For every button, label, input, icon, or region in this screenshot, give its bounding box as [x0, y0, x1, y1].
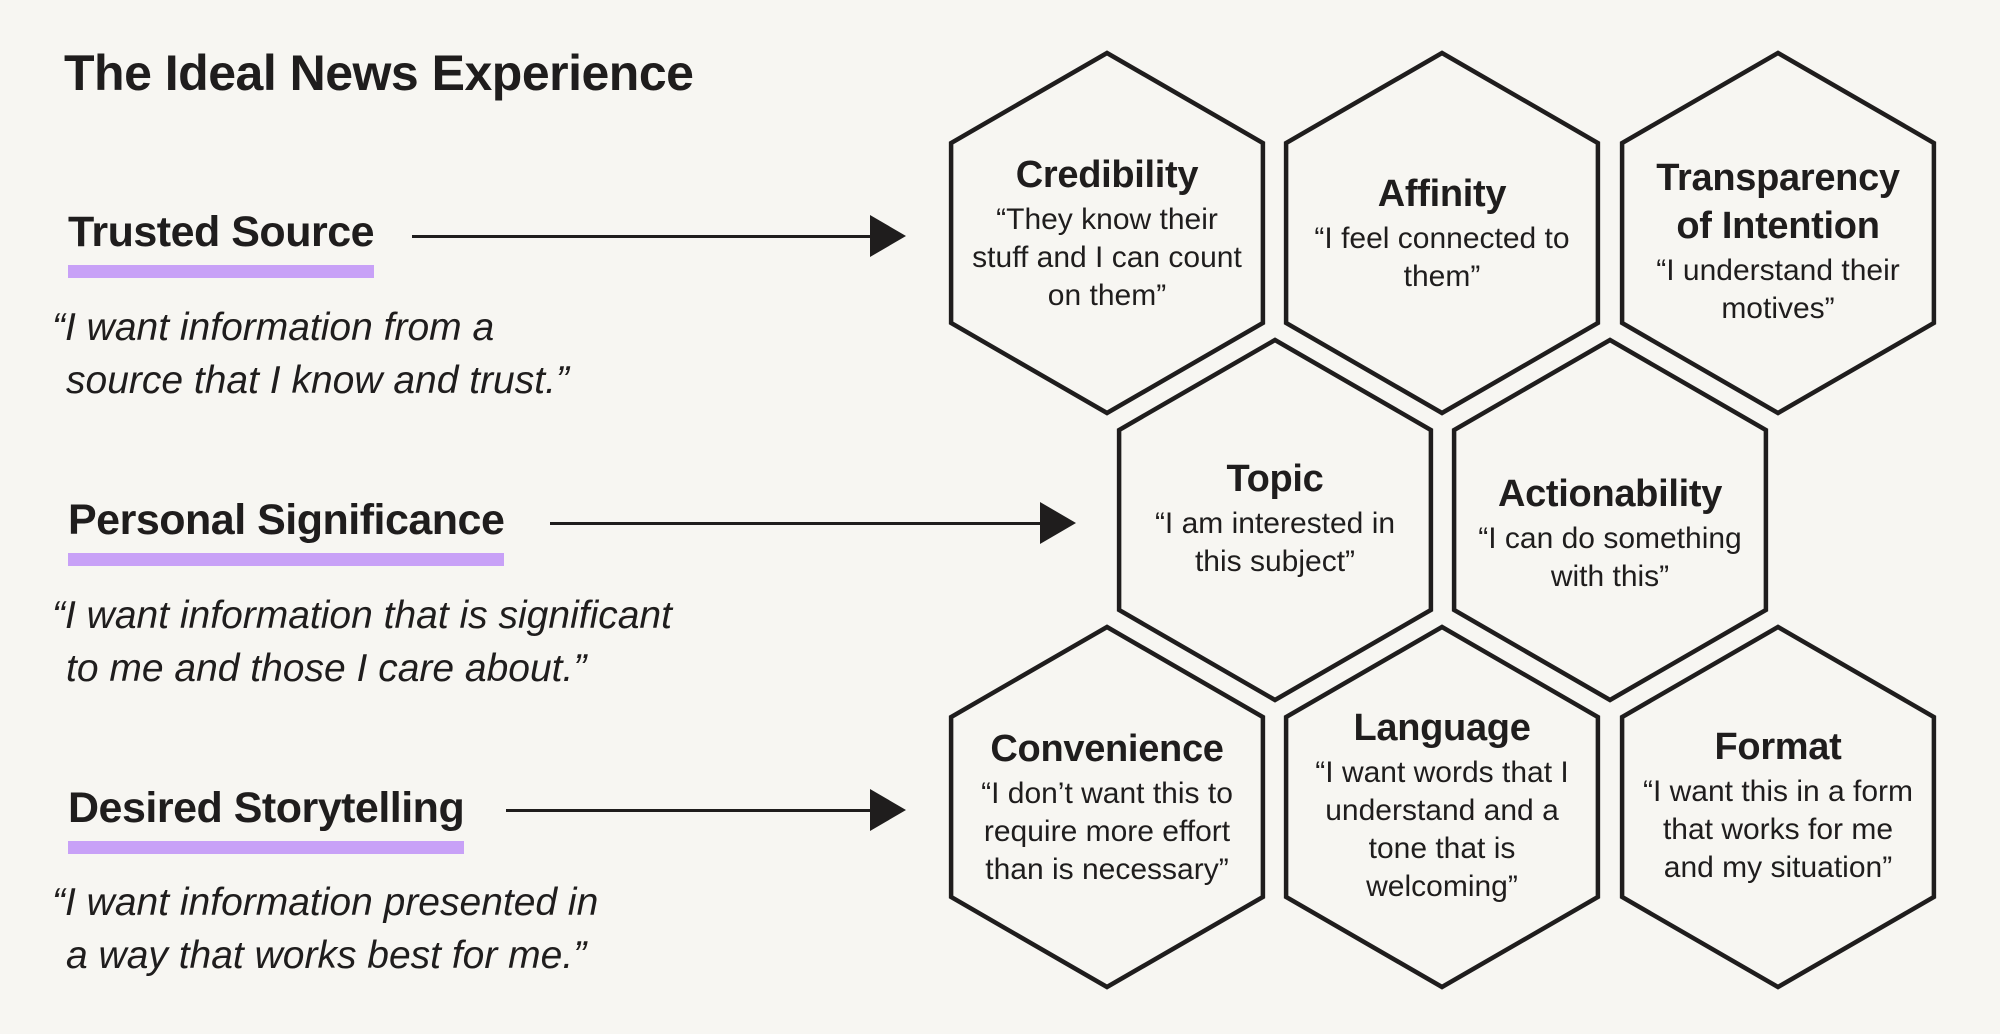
hex-outline-topic — [1116, 337, 1434, 703]
hex-quote: “I understand their motives” — [1656, 254, 1900, 325]
hex-outline-affinity — [1283, 50, 1601, 416]
arrow-shaft — [550, 521, 1046, 525]
hex-title: Topic — [1226, 458, 1324, 500]
hex-title: Convenience — [990, 728, 1224, 770]
group-heading-personal-significance: Personal Significance — [68, 496, 505, 566]
hex-quote: “I am interested in this subject” — [1154, 507, 1396, 578]
arrow-shaft — [506, 808, 876, 812]
quote-line: “I want information from a — [52, 306, 495, 349]
quote-line: “I want information presented in — [52, 881, 599, 924]
heading-underline — [68, 265, 375, 278]
group-heading-label: Trusted Source — [68, 208, 375, 256]
hex-title: Language — [1353, 707, 1531, 749]
hex-title: Affinity — [1377, 173, 1507, 215]
hex-topic: Topic “I am interested in this subject” — [1137, 455, 1413, 581]
hex-title: Format — [1714, 726, 1842, 768]
hex-transparency-of-intention: Transparency of Intention “I understand … — [1640, 154, 1916, 328]
hex-title: Actionability — [1497, 473, 1723, 515]
hex-outline-format — [1619, 624, 1937, 990]
arrow-head-icon — [1040, 502, 1076, 544]
group-quote-personal-significance: “I want information that is significant … — [52, 589, 672, 695]
hex-affinity: Affinity “I feel connected to them” — [1304, 170, 1580, 296]
hex-outline-credibility — [948, 50, 1266, 416]
heading-underline — [68, 553, 505, 566]
group-heading-trusted-source: Trusted Source — [68, 208, 375, 278]
group-quote-trusted-source: “I want information from a source that I… — [52, 301, 569, 407]
hex-actionability: Actionability “I can do something with t… — [1472, 470, 1748, 596]
hex-outline-language — [1283, 624, 1601, 990]
quote-line: “I want information that is significant — [52, 594, 672, 637]
hex-outline-convenience — [948, 624, 1266, 990]
hex-quote: “I want words that I understand and a to… — [1315, 756, 1569, 903]
hex-language: Language “I want words that I understand… — [1304, 704, 1580, 906]
quote-line: source that I know and trust.” — [66, 359, 569, 402]
hex-title: Transparency of Intention — [1656, 157, 1900, 247]
group-heading-label: Desired Storytelling — [68, 784, 465, 832]
hex-outline-actionability — [1451, 337, 1769, 703]
hex-quote: “I want this in a form that works for me… — [1642, 775, 1914, 884]
page-title: The Ideal News Experience — [64, 45, 694, 101]
group-heading-desired-storytelling: Desired Storytelling — [68, 784, 465, 854]
arrow-head-icon — [870, 215, 906, 257]
hex-title: Credibility — [1015, 154, 1199, 196]
hex-outline-transparency — [1619, 50, 1937, 416]
arrow-shaft — [412, 234, 876, 238]
hex-quote: “I can do something with this” — [1478, 522, 1742, 593]
hex-credibility: Credibility “They know their stuff and I… — [969, 151, 1245, 315]
hex-quote: “I don’t want this to require more effor… — [981, 777, 1233, 886]
hex-convenience: Convenience “I don’t want this to requir… — [969, 725, 1245, 889]
quote-line: a way that works best for me.” — [66, 934, 587, 977]
heading-underline — [68, 841, 465, 854]
group-quote-desired-storytelling: “I want information presented in a way t… — [52, 876, 598, 982]
hex-quote: “I feel connected to them” — [1314, 222, 1570, 293]
group-heading-label: Personal Significance — [68, 496, 505, 544]
hex-quote: “They know their stuff and I can count o… — [972, 203, 1242, 312]
hex-format: Format “I want this in a form that works… — [1640, 723, 1916, 887]
arrow-head-icon — [870, 789, 906, 831]
quote-line: to me and those I care about.” — [66, 647, 587, 690]
